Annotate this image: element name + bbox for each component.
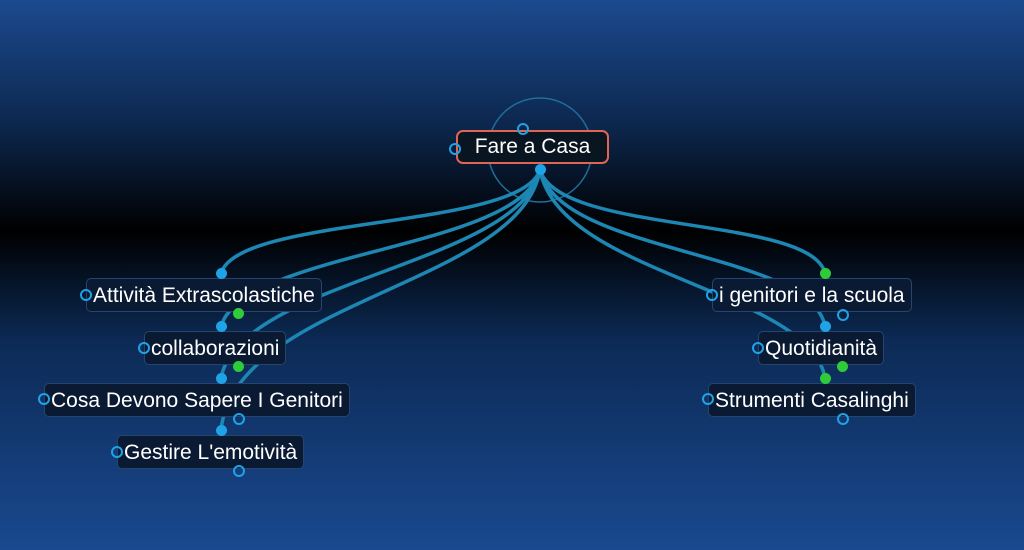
link-genitori-scuola (538, 168, 827, 275)
node-label: Gestire L'emotività (124, 441, 298, 464)
link-attivita (219, 168, 542, 275)
node-cosa-devono-top-handle[interactable] (216, 373, 227, 384)
root-bottom-handle[interactable] (535, 164, 546, 175)
node-quotidianita-left-handle[interactable] (752, 342, 764, 354)
node-gestire-left-handle[interactable] (111, 446, 123, 458)
link-gestire (219, 168, 542, 432)
node-label: Strumenti Casalinghi (715, 389, 909, 412)
node-quotidianita-bottom-handle[interactable] (837, 361, 848, 372)
node-attivita-top-handle[interactable] (216, 268, 227, 279)
node-genitori-left-handle[interactable] (706, 289, 718, 301)
node-collaborazioni[interactable]: collaborazioni (144, 331, 287, 365)
node-strumenti-left-handle[interactable] (702, 393, 714, 405)
node-gestire-emotivita[interactable]: Gestire L'emotività (117, 435, 305, 469)
node-cosa-devono-bottom-handle[interactable] (233, 413, 245, 425)
root-node-fare-a-casa[interactable]: Fare a Casa (456, 130, 609, 164)
node-genitori-top-handle[interactable] (820, 268, 831, 279)
root-top-handle[interactable] (517, 123, 529, 135)
node-attivita-bottom-handle[interactable] (233, 308, 244, 319)
node-attivita-extrascolastiche[interactable]: Attività Extrascolastiche (86, 278, 322, 312)
node-strumenti-bottom-handle[interactable] (837, 413, 849, 425)
node-genitori-bottom-handle[interactable] (837, 309, 849, 321)
node-quotidianita[interactable]: Quotidianità (758, 331, 885, 365)
node-cosa-devono-left-handle[interactable] (38, 393, 50, 405)
node-strumenti-top-handle[interactable] (820, 373, 831, 384)
node-genitori-scuola[interactable]: i genitori e la scuola (712, 278, 912, 312)
node-cosa-devono-sapere[interactable]: Cosa Devono Sapere I Genitori (44, 383, 350, 417)
node-label: Cosa Devono Sapere I Genitori (51, 389, 343, 412)
node-label: collaborazioni (151, 337, 280, 360)
node-gestire-top-handle[interactable] (216, 425, 227, 436)
node-quotidianita-top-handle[interactable] (820, 321, 831, 332)
node-collaborazioni-left-handle[interactable] (138, 342, 150, 354)
node-gestire-bottom-handle[interactable] (233, 465, 245, 477)
node-label: Quotidianità (765, 337, 878, 360)
node-strumenti-casalinghi[interactable]: Strumenti Casalinghi (708, 383, 916, 417)
node-label: Attività Extrascolastiche (93, 284, 315, 307)
root-left-handle[interactable] (449, 143, 461, 155)
node-collaborazioni-top-handle[interactable] (216, 321, 227, 332)
node-label: i genitori e la scuola (719, 284, 905, 307)
node-attivita-left-handle[interactable] (80, 289, 92, 301)
node-collaborazioni-bottom-handle[interactable] (233, 361, 244, 372)
root-node-label: Fare a Casa (474, 135, 591, 158)
